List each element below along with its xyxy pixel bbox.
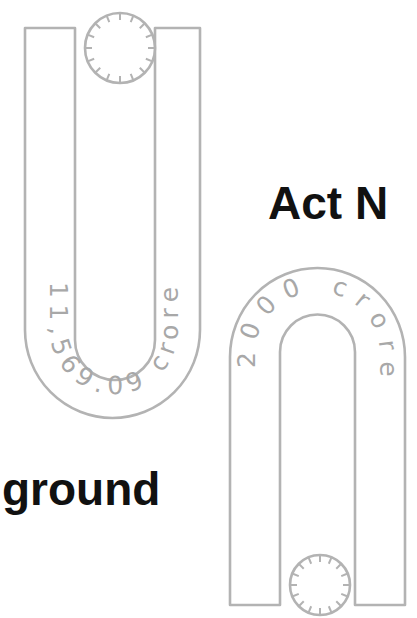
ball-tick	[319, 555, 321, 562]
ball-tick	[148, 47, 155, 49]
ball-tick	[292, 574, 298, 577]
heading-fragment: Act N	[268, 180, 388, 226]
ball-symbol	[85, 13, 155, 83]
ball-tick	[95, 68, 100, 73]
ball-tick	[140, 23, 145, 28]
ball-tick	[107, 74, 110, 80]
ball-tick	[336, 564, 341, 569]
ball-tick	[146, 35, 152, 38]
ball-tick	[299, 564, 304, 569]
ball-tick	[309, 557, 312, 563]
ball-tick	[131, 16, 134, 22]
amount-text-line: 11,569.09 crore	[44, 282, 184, 400]
u-tube-outline: 11,569.09 crore	[20, 0, 210, 425]
ball-tick	[329, 606, 332, 612]
ball-tick	[85, 47, 92, 49]
ball-tick	[88, 59, 94, 62]
amount-text: 11,569.09 crore	[44, 282, 184, 400]
u-tube: 2000 crore	[225, 262, 415, 612]
ball-tick	[119, 76, 121, 83]
heading-fragment: ground	[2, 466, 160, 512]
ball-tick	[95, 23, 100, 28]
ball-tick	[341, 574, 347, 577]
ball-tick	[140, 68, 145, 73]
ball-tick	[319, 608, 321, 615]
ball-tick	[309, 606, 312, 612]
ball-tick	[292, 594, 298, 597]
amount-text: 2000 crore	[232, 269, 403, 377]
ball-tick	[88, 35, 94, 38]
ball-symbol	[290, 555, 350, 615]
ball-tick	[341, 594, 347, 597]
ball-tick	[336, 601, 341, 606]
ball-tick	[146, 59, 152, 62]
ball-tick	[329, 557, 332, 563]
ball-tick	[119, 13, 121, 20]
ball-tick	[343, 584, 350, 586]
ball-tick	[107, 16, 110, 22]
u-tube: 11,569.09 crore	[20, 0, 210, 425]
u-tube-outline: 2000 crore	[225, 262, 415, 612]
ball-tick	[131, 74, 134, 80]
ball-tick	[290, 584, 297, 586]
amount-text-line: 2000 crore	[232, 269, 403, 377]
tube-shape	[25, 28, 200, 418]
ball-tick	[299, 601, 304, 606]
